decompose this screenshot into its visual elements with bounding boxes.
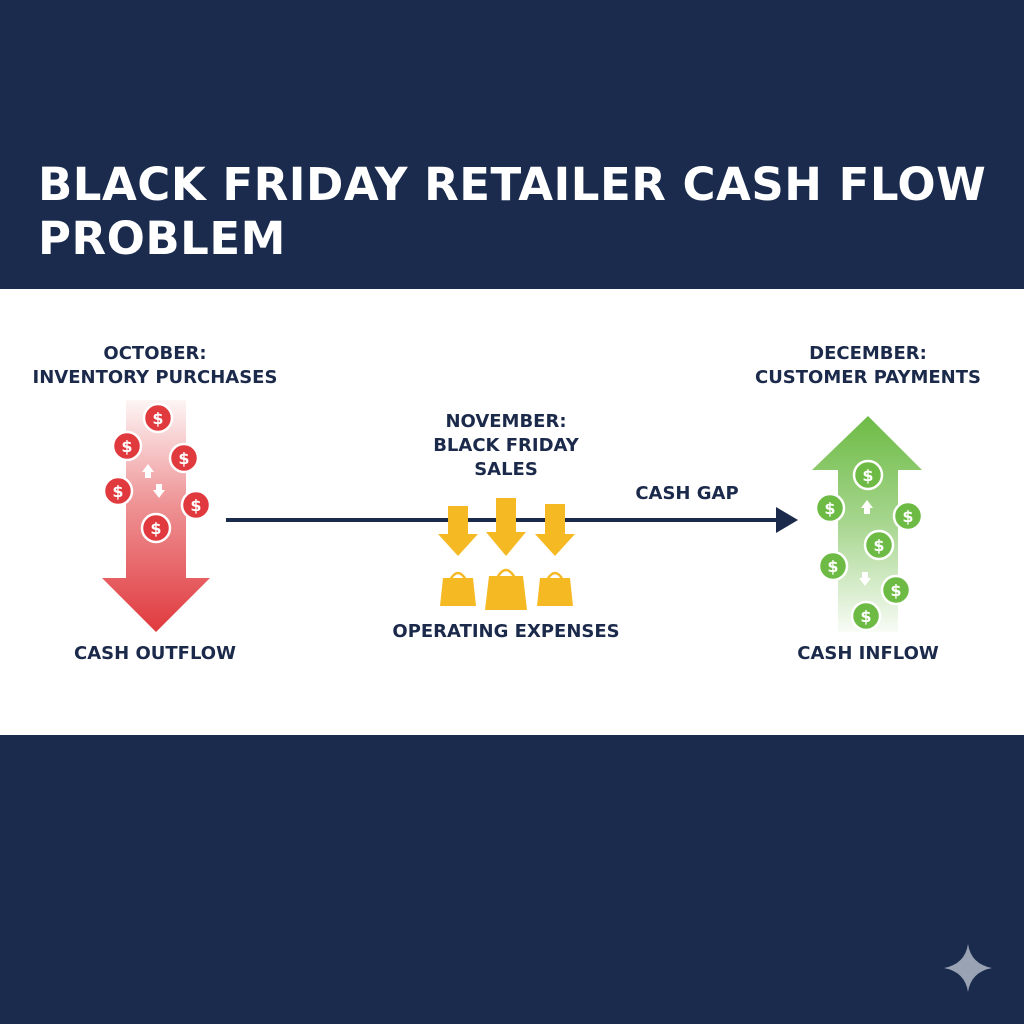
yellow-down-arrow-icon	[486, 498, 526, 556]
dollar-coin-icon: $	[102, 475, 134, 507]
cash-inflow-label: CASH INFLOW	[797, 643, 939, 664]
svg-text:$: $	[121, 437, 132, 456]
yellow-down-arrow-icon	[438, 506, 478, 556]
dollar-coin-icon: $	[142, 402, 174, 434]
expense-arrows	[438, 498, 575, 556]
cash-gap-label: CASH GAP	[635, 483, 739, 504]
svg-text:$: $	[112, 482, 123, 501]
dollar-coin-icon: $	[168, 442, 200, 474]
dollar-coin-icon: $	[140, 512, 172, 544]
dollar-coin-icon: $	[111, 430, 143, 462]
svg-text:$: $	[860, 607, 871, 626]
small-up-arrow-icon	[861, 500, 873, 514]
dollar-coin-icon: $	[880, 574, 912, 606]
shopping-bag-icon	[485, 568, 527, 610]
shopping-bags	[440, 568, 573, 610]
svg-text:$: $	[178, 449, 189, 468]
svg-text:$: $	[873, 536, 884, 555]
yellow-down-arrow-icon	[535, 504, 575, 556]
red-coins: $ $ $ $ $ $	[102, 402, 212, 544]
small-up-arrow-icon	[142, 464, 154, 478]
dollar-coin-icon: $	[850, 600, 882, 632]
svg-text:$: $	[902, 507, 913, 526]
svg-text:$: $	[862, 466, 873, 485]
shopping-bag-icon	[537, 571, 573, 606]
small-down-arrow-icon	[859, 572, 871, 586]
footer-band	[0, 735, 1024, 1024]
dollar-coin-icon: $	[892, 500, 924, 532]
cash-outflow-label: CASH OUTFLOW	[74, 643, 236, 664]
svg-text:$: $	[824, 499, 835, 518]
dollar-coin-icon: $	[814, 492, 846, 524]
svg-text:$: $	[190, 496, 201, 515]
shopping-bag-icon	[440, 571, 476, 606]
small-down-arrow-icon	[153, 484, 165, 498]
dollar-coin-icon: $	[863, 529, 895, 561]
header-band	[0, 0, 1024, 289]
svg-text:$: $	[150, 519, 161, 538]
sparkle-icon	[944, 944, 992, 992]
dollar-coin-icon: $	[817, 550, 849, 582]
svg-text:$: $	[890, 581, 901, 600]
december-heading: DECEMBER: CUSTOMER PAYMENTS	[754, 343, 981, 388]
svg-text:$: $	[827, 557, 838, 576]
dollar-coin-icon: $	[180, 489, 212, 521]
page-title: BLACK FRIDAY RETAILER CASH FLOW PROBLEM	[38, 158, 987, 265]
november-heading: NOVEMBER: BLACK FRIDAY SALES	[433, 411, 579, 480]
october-heading: OCTOBER: INVENTORY PURCHASES	[32, 343, 278, 388]
green-coins: $ $ $ $ $ $ $	[814, 459, 924, 632]
svg-text:$: $	[152, 409, 163, 428]
operating-expenses-label: OPERATING EXPENSES	[392, 621, 620, 642]
dollar-coin-icon: $	[852, 459, 884, 491]
